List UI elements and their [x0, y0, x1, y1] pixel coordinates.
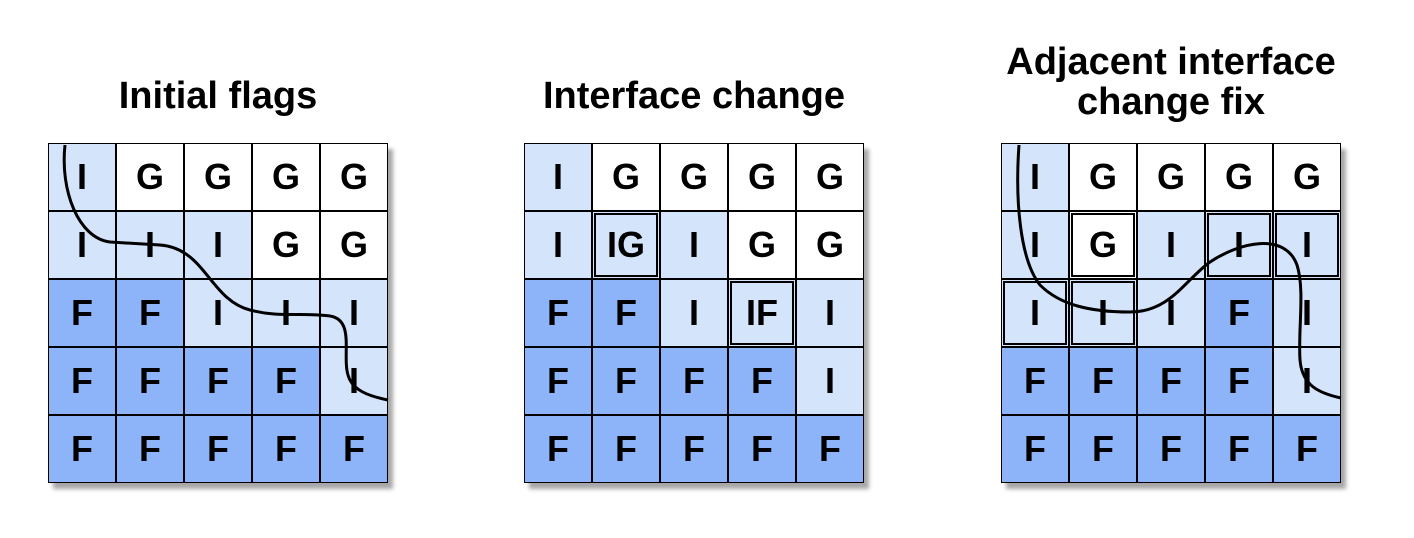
grid-cell: F [592, 279, 660, 347]
grid-cell: I [116, 211, 184, 279]
grid-cell: F [48, 415, 116, 483]
grid-cell: G [1137, 143, 1205, 211]
grid-cell: G [1205, 143, 1273, 211]
grid-cell: G [1069, 211, 1137, 279]
grid-cell: I [1137, 279, 1205, 347]
grid-cell: I [48, 211, 116, 279]
grid-cell: G [184, 143, 252, 211]
grid-cell: F [116, 415, 184, 483]
grid-cell: I [524, 211, 592, 279]
grid-cell: I [1273, 211, 1341, 279]
grid-cell: F [524, 279, 592, 347]
grid-cell: I [660, 279, 728, 347]
grid-cell: I [1001, 279, 1069, 347]
grid-cell: G [320, 211, 388, 279]
grid-cell: F [116, 279, 184, 347]
grid-cell: G [1273, 143, 1341, 211]
grid-cell: F [1205, 279, 1273, 347]
grid-cell: G [728, 211, 796, 279]
grid-cell: I [1205, 211, 1273, 279]
grid-cell: G [592, 143, 660, 211]
grid-cell: F [116, 347, 184, 415]
panel-title: Adjacent interface change fix [971, 42, 1371, 122]
grid-cell: I [1273, 279, 1341, 347]
grid-cell: G [796, 211, 864, 279]
grid-cell: F [524, 415, 592, 483]
grid-cell: F [320, 415, 388, 483]
grid-cell: G [1069, 143, 1137, 211]
grid-cell: F [1273, 415, 1341, 483]
grid-cell: G [796, 143, 864, 211]
grid-cell: F [592, 347, 660, 415]
panel-title-line: Interface change [543, 75, 845, 117]
grid-cell: F [1205, 415, 1273, 483]
grid-cell: F [728, 415, 796, 483]
grid-cell: IF [728, 279, 796, 347]
grid-cell: I [660, 211, 728, 279]
grid-cell: F [1137, 347, 1205, 415]
grid-cell: F [592, 415, 660, 483]
grid-cell: G [660, 143, 728, 211]
grid-cell: I [48, 143, 116, 211]
grid-cell: I [320, 347, 388, 415]
grid-cell: F [1137, 415, 1205, 483]
grid-cell: IG [592, 211, 660, 279]
grid-cell: F [252, 347, 320, 415]
panel-title: Interface change [524, 76, 864, 116]
grid-cell: F [524, 347, 592, 415]
grid-cell: F [1205, 347, 1273, 415]
grid-cell: I [1069, 279, 1137, 347]
grid-cell: G [252, 211, 320, 279]
grid-cell: I [1001, 211, 1069, 279]
grid-cell: I [184, 211, 252, 279]
grid-cell: I [252, 279, 320, 347]
grid-cell: F [796, 415, 864, 483]
grid-cell: I [184, 279, 252, 347]
grid-cell: F [1001, 415, 1069, 483]
grid-cell: I [1001, 143, 1069, 211]
grid-cell: G [116, 143, 184, 211]
grid-cell: I [796, 347, 864, 415]
grid-cell: F [48, 279, 116, 347]
grid-cell: F [660, 347, 728, 415]
grid-cell: I [796, 279, 864, 347]
grid-cell: G [252, 143, 320, 211]
grid-cell: F [252, 415, 320, 483]
grid-cell: F [728, 347, 796, 415]
grid-cell: I [1273, 347, 1341, 415]
grid-cell: F [660, 415, 728, 483]
grid-cell: F [184, 415, 252, 483]
grid-cell: I [524, 143, 592, 211]
panel-title-line: Adjacent interface [1006, 41, 1336, 83]
grid-cell: G [320, 143, 388, 211]
grid-cell: I [1137, 211, 1205, 279]
grid-cell: G [728, 143, 796, 211]
grid-cell: F [184, 347, 252, 415]
grid-cell: F [1069, 415, 1137, 483]
grid-cell: F [1069, 347, 1137, 415]
panel-title-line: Initial flags [118, 75, 318, 117]
grid-cell: I [320, 279, 388, 347]
grid-cell: F [1001, 347, 1069, 415]
panel-title: Initial flags [48, 76, 388, 116]
grid-cell: F [48, 347, 116, 415]
panel-title-line: change fix [1077, 81, 1265, 123]
